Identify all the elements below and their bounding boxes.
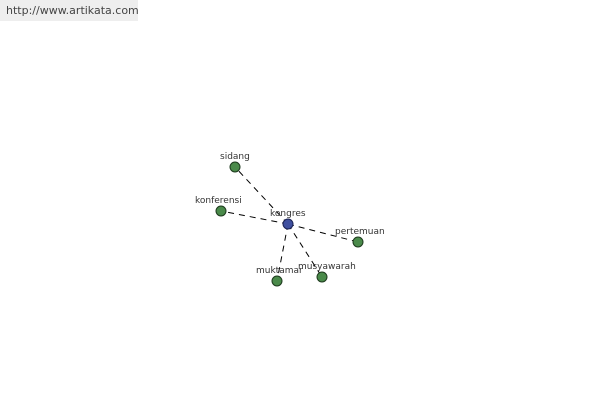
node-label-sidang: sidang xyxy=(220,152,250,162)
node-kongres[interactable]: kongres xyxy=(270,209,306,230)
node-label-konferensi: konferensi xyxy=(195,196,242,206)
node-label-pertemuan: pertemuan xyxy=(335,227,385,237)
node-label-muktamar: muktamar xyxy=(256,266,303,276)
edge-sidang xyxy=(234,166,289,225)
node-label-musyawarah: musyawarah xyxy=(298,262,356,272)
edge-pertemuan xyxy=(287,223,359,243)
graph-edges xyxy=(220,166,359,282)
node-label-kongres: kongres xyxy=(270,209,306,219)
node-konferensi[interactable]: konferensi xyxy=(195,196,242,217)
node-muktamar[interactable]: muktamar xyxy=(256,266,303,287)
edge-muktamar xyxy=(276,223,289,282)
node-sidang[interactable]: sidang xyxy=(220,152,250,173)
node-musyawarah[interactable]: musyawarah xyxy=(298,262,356,283)
site-url[interactable]: http://www.artikata.com xyxy=(0,0,138,21)
edge-konferensi xyxy=(220,210,289,225)
node-pertemuan[interactable]: pertemuan xyxy=(335,227,385,248)
